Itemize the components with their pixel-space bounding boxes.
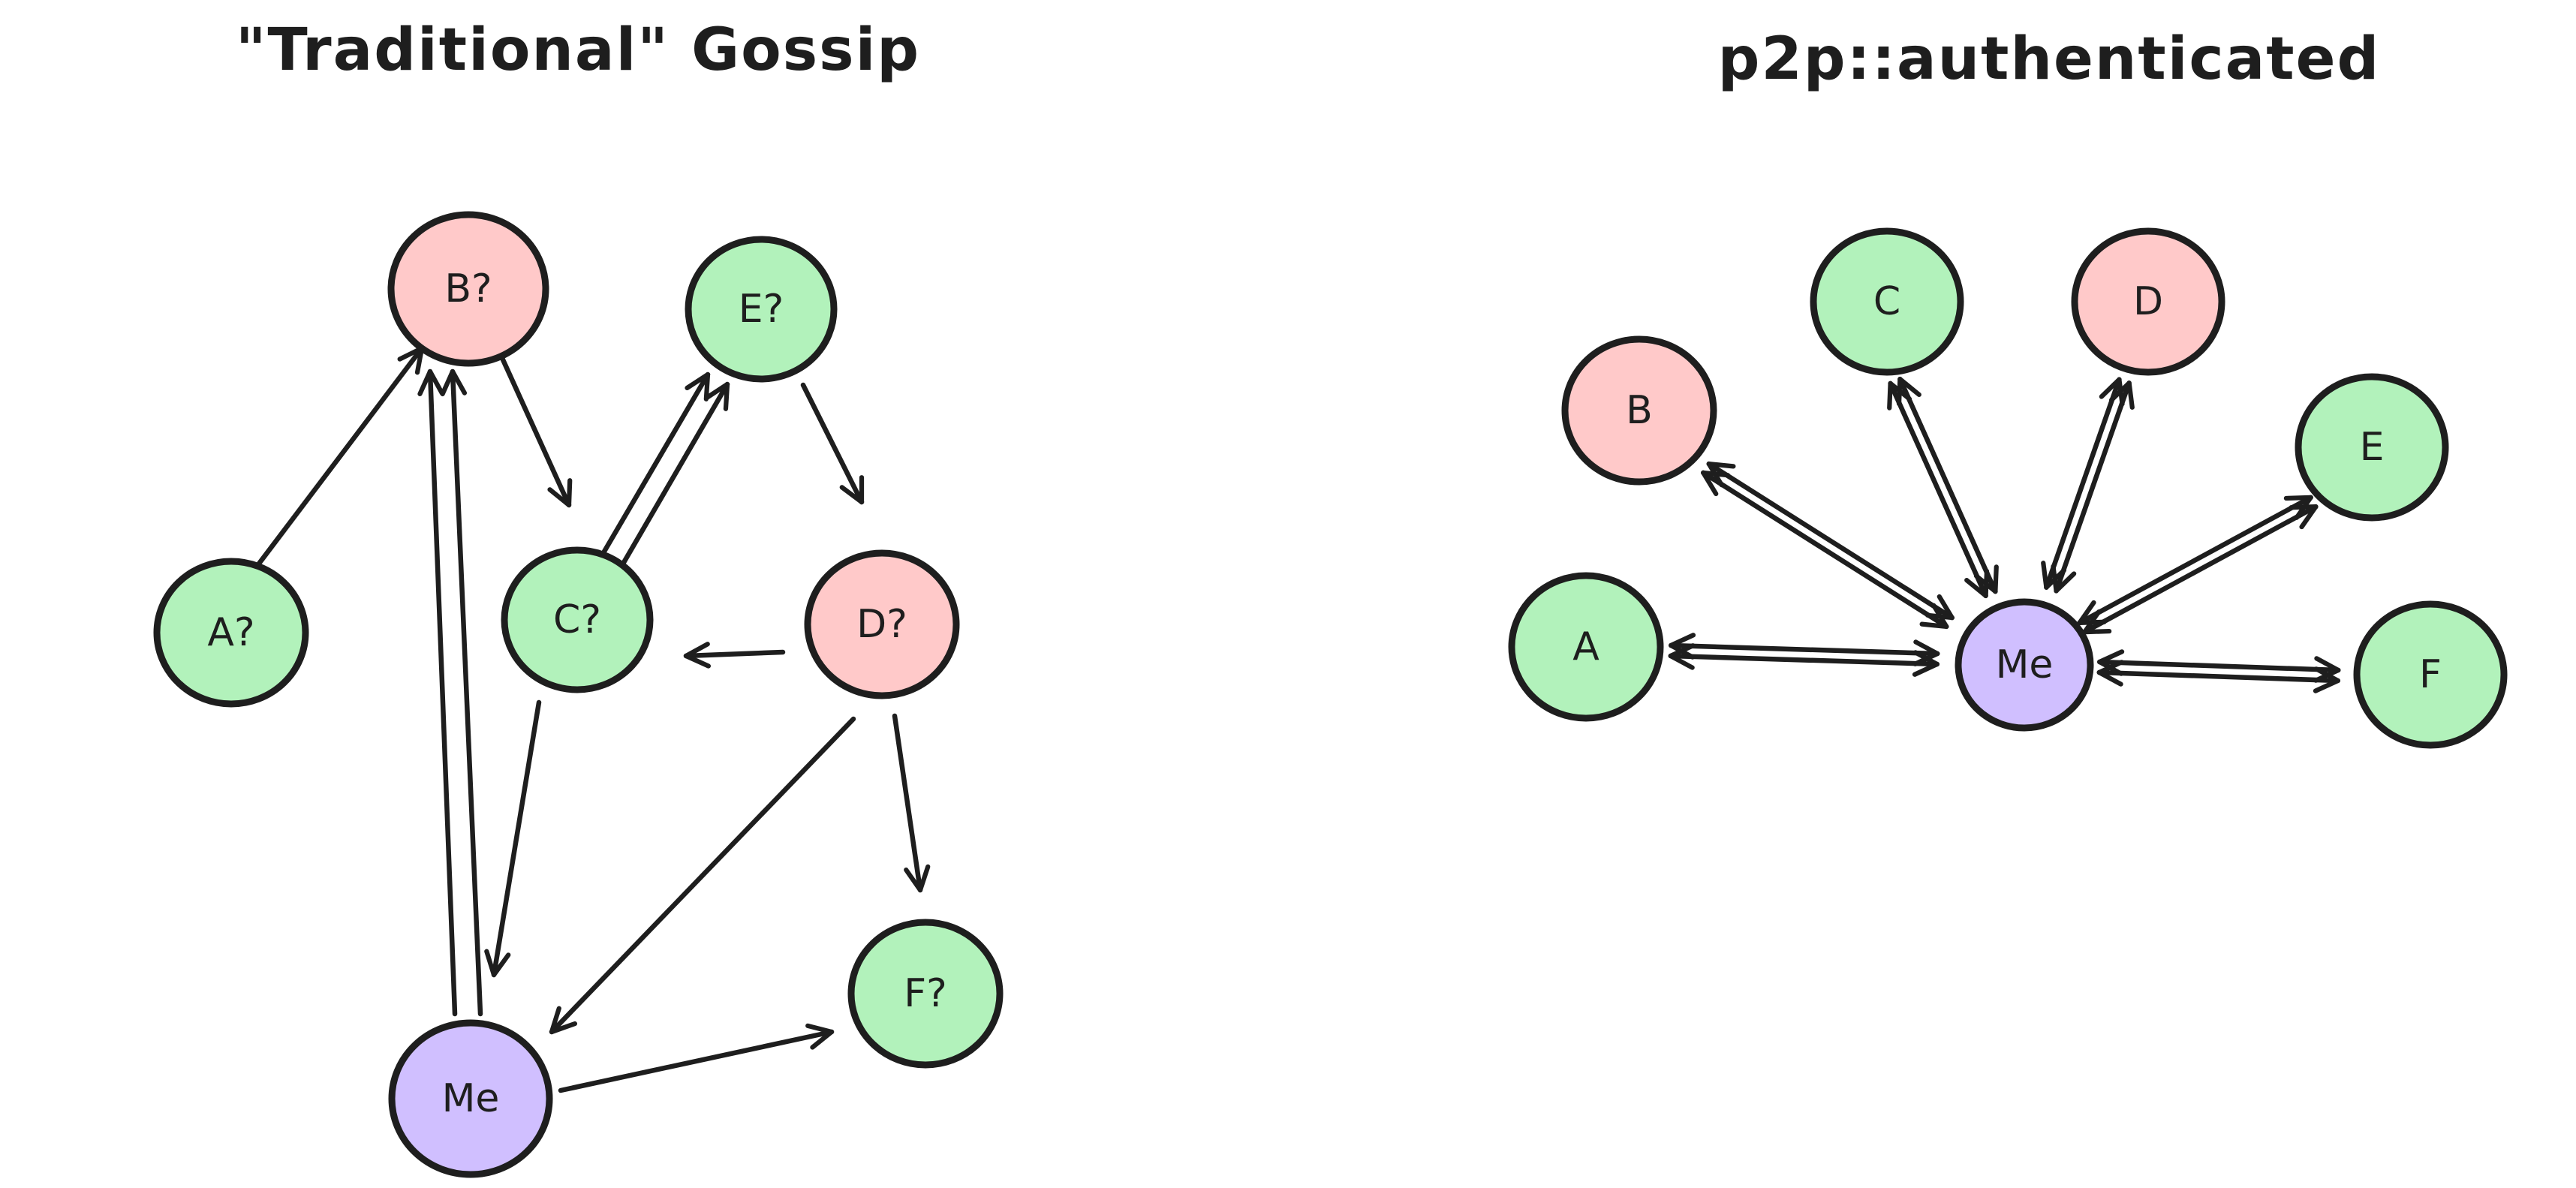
- node-label-right-Me: Me: [1996, 642, 2054, 687]
- edge-C-to-E-1: [599, 371, 711, 558]
- edge-D-to-C: [683, 642, 786, 669]
- edge-C-to-Me: [484, 699, 542, 978]
- node-left-C: C?: [501, 546, 654, 693]
- node-right-C: C: [1810, 227, 1964, 376]
- node-label-right-F: F: [2419, 652, 2442, 697]
- edge-A-to-B: [256, 345, 425, 567]
- edge-Me-to-F: [558, 1023, 835, 1093]
- node-left-Me: Me: [388, 1019, 553, 1178]
- node-label-left-F: F?: [904, 971, 947, 1016]
- node-label-right-D: D: [2133, 279, 2163, 324]
- edges-layer: [256, 345, 2341, 1093]
- node-right-B: B: [1561, 335, 1717, 486]
- right-diagram-title: p2p::authenticated: [1717, 26, 2381, 93]
- node-right-A: A: [1508, 572, 1664, 722]
- node-label-left-E: E?: [739, 287, 784, 332]
- edge-A-Me: [1668, 633, 1940, 677]
- left-diagram-title: "Traditional" Gossip: [235, 17, 921, 84]
- node-right-D: D: [2071, 227, 2225, 376]
- node-right-Me: Me: [1955, 598, 2094, 732]
- node-label-left-A: A?: [207, 610, 254, 655]
- node-label-right-C: C: [1873, 279, 1900, 324]
- node-label-left-Me: Me: [442, 1076, 500, 1121]
- node-left-F: F?: [847, 919, 1004, 1069]
- edge-Me-to-B-2: [440, 368, 483, 1017]
- node-left-A: A?: [153, 558, 309, 708]
- edge-D-to-F: [892, 713, 931, 893]
- edge-B-Me: [1701, 461, 1955, 630]
- node-label-left-C: C?: [553, 597, 601, 642]
- edge-F-Me: [2096, 649, 2341, 693]
- edge-C-Me: [1887, 376, 1999, 599]
- edge-E-Me: [2077, 495, 2319, 635]
- node-left-E: E?: [685, 236, 838, 383]
- node-label-right-A: A: [1572, 624, 1599, 669]
- node-right-E: E: [2295, 373, 2449, 522]
- node-label-left-B: B?: [444, 266, 492, 311]
- node-label-left-D: D?: [856, 602, 907, 647]
- edge-Me-to-B-1: [417, 368, 458, 1017]
- edge-D-Me: [2041, 377, 2135, 594]
- node-left-B: B?: [387, 211, 549, 367]
- node-label-right-E: E: [2360, 425, 2385, 470]
- edge-E-to-D: [800, 382, 865, 505]
- edge-C-to-E-2: [619, 381, 730, 568]
- node-left-D: D?: [804, 549, 960, 699]
- nodes-layer: B? E? A? C? D? F? Me C D B E A F Me: [153, 211, 2508, 1178]
- node-right-F: F: [2353, 600, 2508, 749]
- node-label-right-B: B: [1626, 388, 1653, 433]
- edge-B-to-C: [499, 355, 573, 508]
- edge-D-to-Me: [549, 716, 856, 1035]
